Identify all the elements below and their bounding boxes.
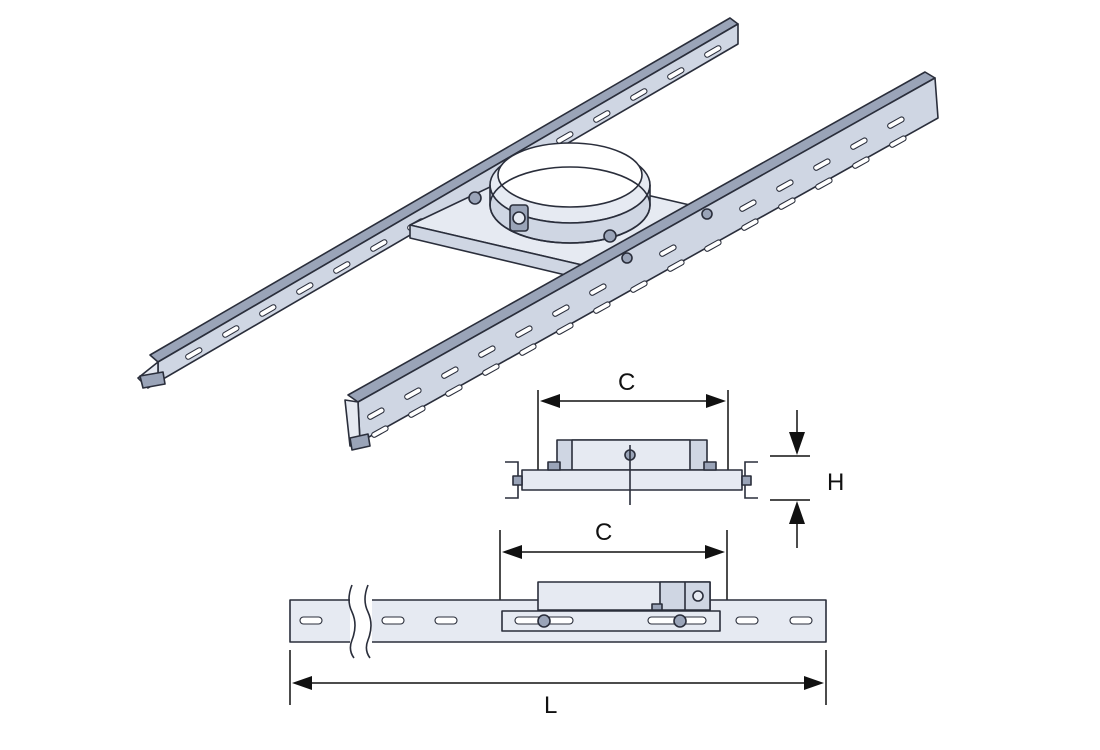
side-view: C L <box>289 519 827 719</box>
front-rail-slots-lower <box>371 135 907 438</box>
dimension-c-bottom-label: C <box>595 519 612 546</box>
isometric-view <box>137 17 939 451</box>
dimension-h-label: H <box>827 469 844 496</box>
dimension-c-top-label: C <box>618 369 635 396</box>
end-view: C H <box>505 369 844 548</box>
side-rail-slots <box>299 616 813 625</box>
rear-rail <box>137 17 739 389</box>
front-rail-slots-upper <box>367 116 905 420</box>
front-rail <box>344 71 939 451</box>
dimension-l-label: L <box>544 692 557 719</box>
clamp-ring <box>468 142 651 244</box>
